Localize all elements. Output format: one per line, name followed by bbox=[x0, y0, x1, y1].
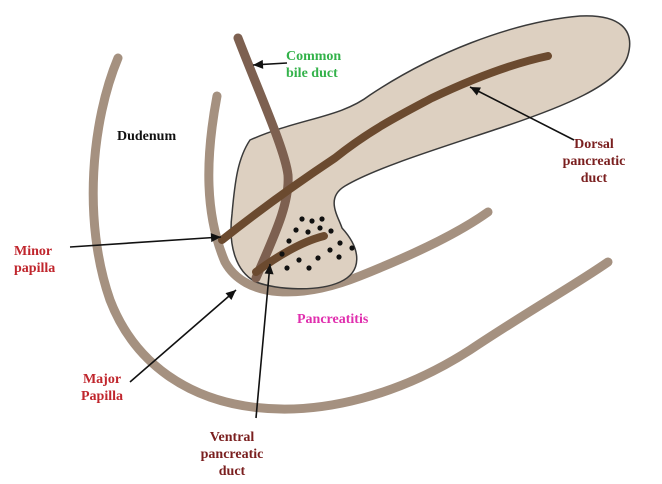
pancreatitis-dot bbox=[317, 225, 322, 230]
label-dorsal-pancreatic-duct: Dorsal pancreatic duct bbox=[552, 136, 636, 187]
arrow-major-papilla bbox=[130, 290, 236, 382]
pancreatitis-dot bbox=[337, 240, 342, 245]
pancreatitis-dot bbox=[327, 247, 332, 252]
pancreatitis-dot bbox=[336, 254, 341, 259]
label-ventral-pancreatic-duct: Ventral pancreatic duct bbox=[190, 429, 274, 480]
pancreatitis-dot bbox=[349, 245, 354, 250]
pancreatitis-dot bbox=[296, 257, 301, 262]
pancreatitis-dot bbox=[328, 228, 333, 233]
pancreatitis-dot bbox=[293, 227, 298, 232]
pancreatitis-dot bbox=[319, 216, 324, 221]
label-common-bile-duct: Common bile duct bbox=[286, 48, 341, 82]
pancreatitis-dot bbox=[286, 238, 291, 243]
label-minor-papilla: Minor papilla bbox=[14, 243, 55, 277]
pancreatitis-dot bbox=[284, 265, 289, 270]
pancreatitis-dot bbox=[279, 251, 284, 256]
pancreatitis-dot bbox=[305, 229, 310, 234]
pancreatitis-dot bbox=[299, 216, 304, 221]
pancreatitis-dot bbox=[306, 265, 311, 270]
label-duodenum: Dudenum bbox=[117, 128, 176, 145]
label-major-papilla: Major Papilla bbox=[70, 371, 134, 405]
label-pancreatitis: Pancreatitis bbox=[297, 311, 368, 328]
pancreatitis-dot bbox=[309, 218, 314, 223]
pancreatitis-dot bbox=[315, 255, 320, 260]
